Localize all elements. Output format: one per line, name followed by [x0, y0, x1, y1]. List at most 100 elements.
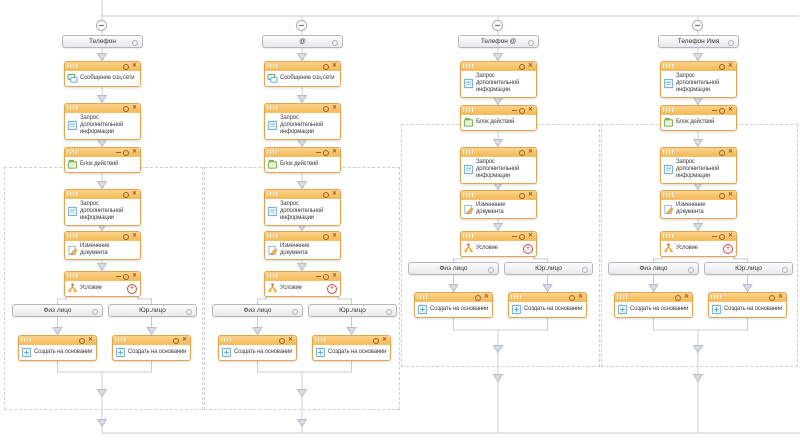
- branch-header[interactable]: Юр.лицо: [504, 262, 593, 275]
- gear-icon[interactable]: [719, 149, 725, 156]
- drag-handle[interactable]: [67, 150, 79, 154]
- branch-header[interactable]: Физ лицо: [12, 304, 103, 317]
- gear-icon[interactable]: [782, 266, 788, 273]
- close-icon[interactable]: ✕: [287, 337, 293, 343]
- gear-icon[interactable]: [323, 105, 329, 112]
- close-icon[interactable]: ✕: [131, 63, 137, 69]
- close-icon[interactable]: ✕: [131, 233, 137, 239]
- close-icon[interactable]: ✕: [727, 63, 733, 69]
- drag-handle[interactable]: [417, 295, 429, 299]
- gear-icon[interactable]: [323, 63, 329, 70]
- add-condition-branch-button[interactable]: +: [523, 244, 533, 254]
- gear-icon[interactable]: [519, 63, 525, 70]
- activity-node-action-block[interactable]: ✕ Блок действий: [264, 147, 341, 173]
- close-icon[interactable]: ✕: [87, 337, 93, 343]
- gear-icon[interactable]: [519, 192, 525, 199]
- drag-handle[interactable]: [21, 338, 33, 342]
- close-icon[interactable]: ✕: [131, 105, 137, 111]
- activity-node-create-from[interactable]: ✕ Создать на основании: [614, 292, 693, 318]
- gear-icon[interactable]: [719, 63, 725, 70]
- minimize-icon[interactable]: [712, 235, 717, 237]
- column-header[interactable]: Телефон: [62, 35, 143, 48]
- collapse-branch-button[interactable]: [692, 20, 703, 31]
- gear-icon[interactable]: [519, 149, 525, 156]
- drag-handle[interactable]: [663, 234, 675, 238]
- drag-handle[interactable]: [463, 234, 475, 238]
- close-icon[interactable]: ✕: [527, 149, 533, 155]
- gear-icon[interactable]: [173, 337, 179, 344]
- close-icon[interactable]: ✕: [527, 233, 533, 239]
- activity-node-condition[interactable]: ✕ Условие+: [264, 271, 341, 297]
- gear-icon[interactable]: [582, 266, 588, 273]
- minimize-icon[interactable]: [512, 109, 517, 111]
- close-icon[interactable]: ✕: [527, 107, 533, 113]
- gear-icon[interactable]: [123, 273, 129, 280]
- drag-handle[interactable]: [267, 106, 279, 110]
- activity-node-edit-document[interactable]: ✕ Изменение документа: [460, 190, 537, 220]
- add-condition-branch-button[interactable]: +: [327, 284, 337, 294]
- gear-icon[interactable]: [569, 294, 575, 301]
- drag-handle[interactable]: [267, 192, 279, 196]
- close-icon[interactable]: ✕: [381, 337, 387, 343]
- collapse-branch-button[interactable]: [492, 20, 503, 31]
- gear-icon[interactable]: [488, 266, 494, 273]
- gear-icon[interactable]: [292, 308, 298, 315]
- gear-icon[interactable]: [123, 105, 129, 112]
- close-icon[interactable]: ✕: [727, 107, 733, 113]
- collapse-branch-button[interactable]: [96, 20, 107, 31]
- close-icon[interactable]: ✕: [131, 273, 137, 279]
- gear-icon[interactable]: [519, 107, 525, 114]
- drag-handle[interactable]: [463, 64, 475, 68]
- drag-handle[interactable]: [663, 193, 675, 197]
- activity-node-edit-document[interactable]: ✕ Изменение документа: [264, 231, 341, 261]
- close-icon[interactable]: ✕: [483, 294, 489, 300]
- drag-handle[interactable]: [267, 64, 279, 68]
- drag-handle[interactable]: [463, 150, 475, 154]
- gear-icon[interactable]: [123, 233, 129, 240]
- minimize-icon[interactable]: [316, 151, 321, 153]
- add-condition-branch-button[interactable]: +: [127, 284, 137, 294]
- minimize-icon[interactable]: [316, 275, 321, 277]
- close-icon[interactable]: ✕: [727, 192, 733, 198]
- close-icon[interactable]: ✕: [727, 149, 733, 155]
- activity-node-action-block[interactable]: ✕ Блок действий: [660, 105, 737, 131]
- drag-handle[interactable]: [115, 338, 127, 342]
- gear-icon[interactable]: [769, 294, 775, 301]
- drag-handle[interactable]: [267, 150, 279, 154]
- gear-icon[interactable]: [373, 337, 379, 344]
- branch-header[interactable]: Физ лицо: [212, 304, 303, 317]
- activity-node-create-from[interactable]: ✕ Создать на основании: [414, 292, 493, 318]
- gear-icon[interactable]: [123, 63, 129, 70]
- gear-icon[interactable]: [323, 191, 329, 198]
- gear-icon[interactable]: [92, 308, 98, 315]
- gear-icon[interactable]: [719, 107, 725, 114]
- drag-handle[interactable]: [463, 193, 475, 197]
- gear-icon[interactable]: [186, 308, 192, 315]
- activity-node-info-request[interactable]: ✕ Запрос дополнительной информации: [64, 189, 141, 226]
- branch-header[interactable]: Юр.лицо: [704, 262, 793, 275]
- column-header[interactable]: @: [262, 35, 343, 48]
- activity-node-create-from[interactable]: ✕ Создать на основании: [508, 292, 587, 318]
- minimize-icon[interactable]: [512, 235, 517, 237]
- collapse-branch-button[interactable]: [296, 20, 307, 31]
- activity-node-create-from[interactable]: ✕ Создать на основании: [218, 335, 297, 361]
- close-icon[interactable]: ✕: [331, 105, 337, 111]
- drag-handle[interactable]: [663, 150, 675, 154]
- drag-handle[interactable]: [463, 108, 475, 112]
- close-icon[interactable]: ✕: [131, 149, 137, 155]
- close-icon[interactable]: ✕: [331, 63, 337, 69]
- drag-handle[interactable]: [67, 192, 79, 196]
- drag-handle[interactable]: [663, 108, 675, 112]
- drag-handle[interactable]: [511, 295, 523, 299]
- close-icon[interactable]: ✕: [683, 294, 689, 300]
- gear-icon[interactable]: [719, 192, 725, 199]
- close-icon[interactable]: ✕: [331, 191, 337, 197]
- drag-handle[interactable]: [315, 338, 327, 342]
- drag-handle[interactable]: [267, 274, 279, 278]
- drag-handle[interactable]: [67, 64, 79, 68]
- activity-node-edit-document[interactable]: ✕ Изменение документа: [660, 190, 737, 220]
- column-header[interactable]: Телефон Имя: [658, 35, 739, 48]
- close-icon[interactable]: ✕: [727, 233, 733, 239]
- activity-node-create-from[interactable]: ✕ Создать на основании: [18, 335, 97, 361]
- drag-handle[interactable]: [711, 295, 723, 299]
